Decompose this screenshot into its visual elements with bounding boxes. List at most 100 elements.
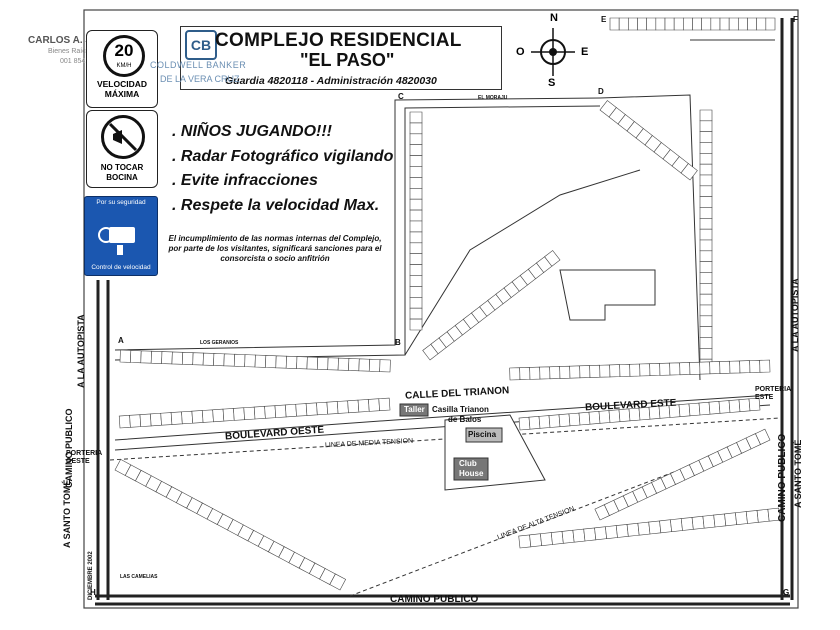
label-santo-tome-right: A SANTO TOMÉ [793, 439, 803, 508]
phone-numbers: Guardia 4820118 - Administración 4820030 [225, 75, 437, 87]
lot-parcel [212, 408, 225, 423]
lot-parcel [274, 404, 287, 418]
lot-parcel [139, 413, 152, 427]
lot-parcel [618, 17, 629, 31]
compass-icon [531, 28, 575, 76]
speed-label-line2: MÁXIMA [104, 89, 140, 99]
lot-parcel [699, 174, 713, 187]
lot-parcel [589, 364, 601, 378]
lot-parcel [756, 17, 767, 31]
lot-parcel [191, 410, 204, 424]
lot-parcel [699, 142, 713, 154]
corner-b: B [395, 338, 401, 347]
lot-parcel [572, 528, 586, 543]
piscina-shape [465, 427, 503, 443]
lot-parcel [129, 414, 142, 428]
lot-parcel [409, 242, 423, 254]
page-title: COMPLEJO RESIDENCIAL [215, 30, 462, 51]
speed-label: VELOCIDAD MÁXIMA [87, 79, 157, 99]
agent-subtitle: Bienes Raíces [48, 48, 94, 55]
lot-parcel [233, 407, 245, 421]
lot-parcel [285, 355, 298, 369]
notice-infractions: . Evite infracciones [172, 172, 318, 189]
lot-parcel [765, 17, 776, 31]
lot-parcel [409, 122, 423, 135]
lot-parcel [699, 153, 713, 165]
lot-parcel [609, 17, 620, 31]
lot-parcel [699, 207, 713, 219]
lot-blocks [114, 17, 781, 591]
lot-parcel [655, 17, 666, 31]
lot-parcel [378, 397, 391, 412]
lot-parcel [724, 512, 737, 527]
lot-parcel [701, 17, 712, 31]
lot-parcel [713, 513, 727, 528]
taller-shape [399, 403, 429, 417]
lot-parcel [275, 355, 287, 369]
lot-parcel [699, 163, 713, 176]
lot-parcel [518, 416, 531, 431]
notice-speed: . Respete la velocidad Max. [172, 197, 380, 214]
lot-parcel [548, 414, 561, 428]
lot-parcel [728, 399, 741, 413]
lot-parcel [161, 351, 173, 365]
label-autopista-left: A LA AUTOPISTA [76, 314, 86, 388]
lot-parcel [150, 350, 163, 364]
lot-parcel [538, 415, 551, 429]
lot-parcel [561, 529, 575, 544]
lot-parcel [181, 352, 194, 366]
lot-parcel [201, 409, 214, 423]
lot-parcel [629, 363, 641, 377]
lot-parcel [689, 361, 701, 375]
lot-parcel [409, 177, 423, 189]
lot-parcel [719, 360, 731, 374]
agent-code: 001 8541 [60, 58, 90, 65]
lot-parcel [409, 188, 423, 200]
lot-parcel [739, 360, 751, 374]
lot-parcel [409, 275, 423, 287]
lot-parcel [558, 413, 571, 427]
label-taller: Taller [404, 405, 425, 414]
lot-parcel [699, 261, 713, 273]
lot-parcel [699, 185, 713, 197]
lot-parcel [626, 522, 640, 537]
label-santo-tome-left: A SANTO TOMÉ [62, 479, 72, 548]
lot-parcel [679, 362, 691, 376]
corner-a: A [118, 336, 124, 345]
speed-unit: KM/H [116, 63, 132, 69]
corner-e: E [601, 15, 607, 24]
speed-value: 20 [114, 41, 134, 60]
lot-parcel [296, 356, 308, 370]
lot-parcel [699, 120, 713, 132]
lot-parcel [735, 511, 748, 525]
lot-parcel [729, 360, 741, 374]
lot-parcel [244, 354, 256, 368]
lot-parcel [639, 363, 651, 377]
lot-parcel [699, 196, 713, 208]
lot-parcel [409, 166, 423, 178]
lot-parcel [358, 358, 370, 372]
speed-camera-sign: Por su seguridad Control de velocidad [84, 196, 158, 276]
lot-parcel [192, 352, 204, 366]
lot-parcel [756, 508, 770, 523]
label-autopista-right: A LA AUTOPISTA [790, 278, 800, 352]
lot-parcel [691, 515, 705, 530]
lot-parcel [628, 17, 638, 31]
lot-parcel [588, 411, 601, 425]
lot-parcel [699, 326, 713, 338]
radar-top-text: Por su seguridad [96, 199, 146, 206]
lot-parcel [680, 517, 694, 531]
lot-parcel [409, 264, 423, 276]
camera-icon [98, 227, 135, 255]
corner-h: H [90, 588, 96, 597]
lot-parcel [253, 406, 266, 420]
lot-parcel [409, 220, 423, 233]
lot-parcel [748, 397, 761, 412]
notice-children: . NIÑOS JUGANDO!!! [172, 123, 332, 140]
lot-parcel [140, 350, 152, 364]
lot-parcel [699, 304, 713, 317]
lot-parcel [409, 286, 423, 298]
lot-parcel [529, 366, 541, 380]
corner-c: C [398, 92, 404, 101]
lot-parcel [699, 131, 713, 143]
